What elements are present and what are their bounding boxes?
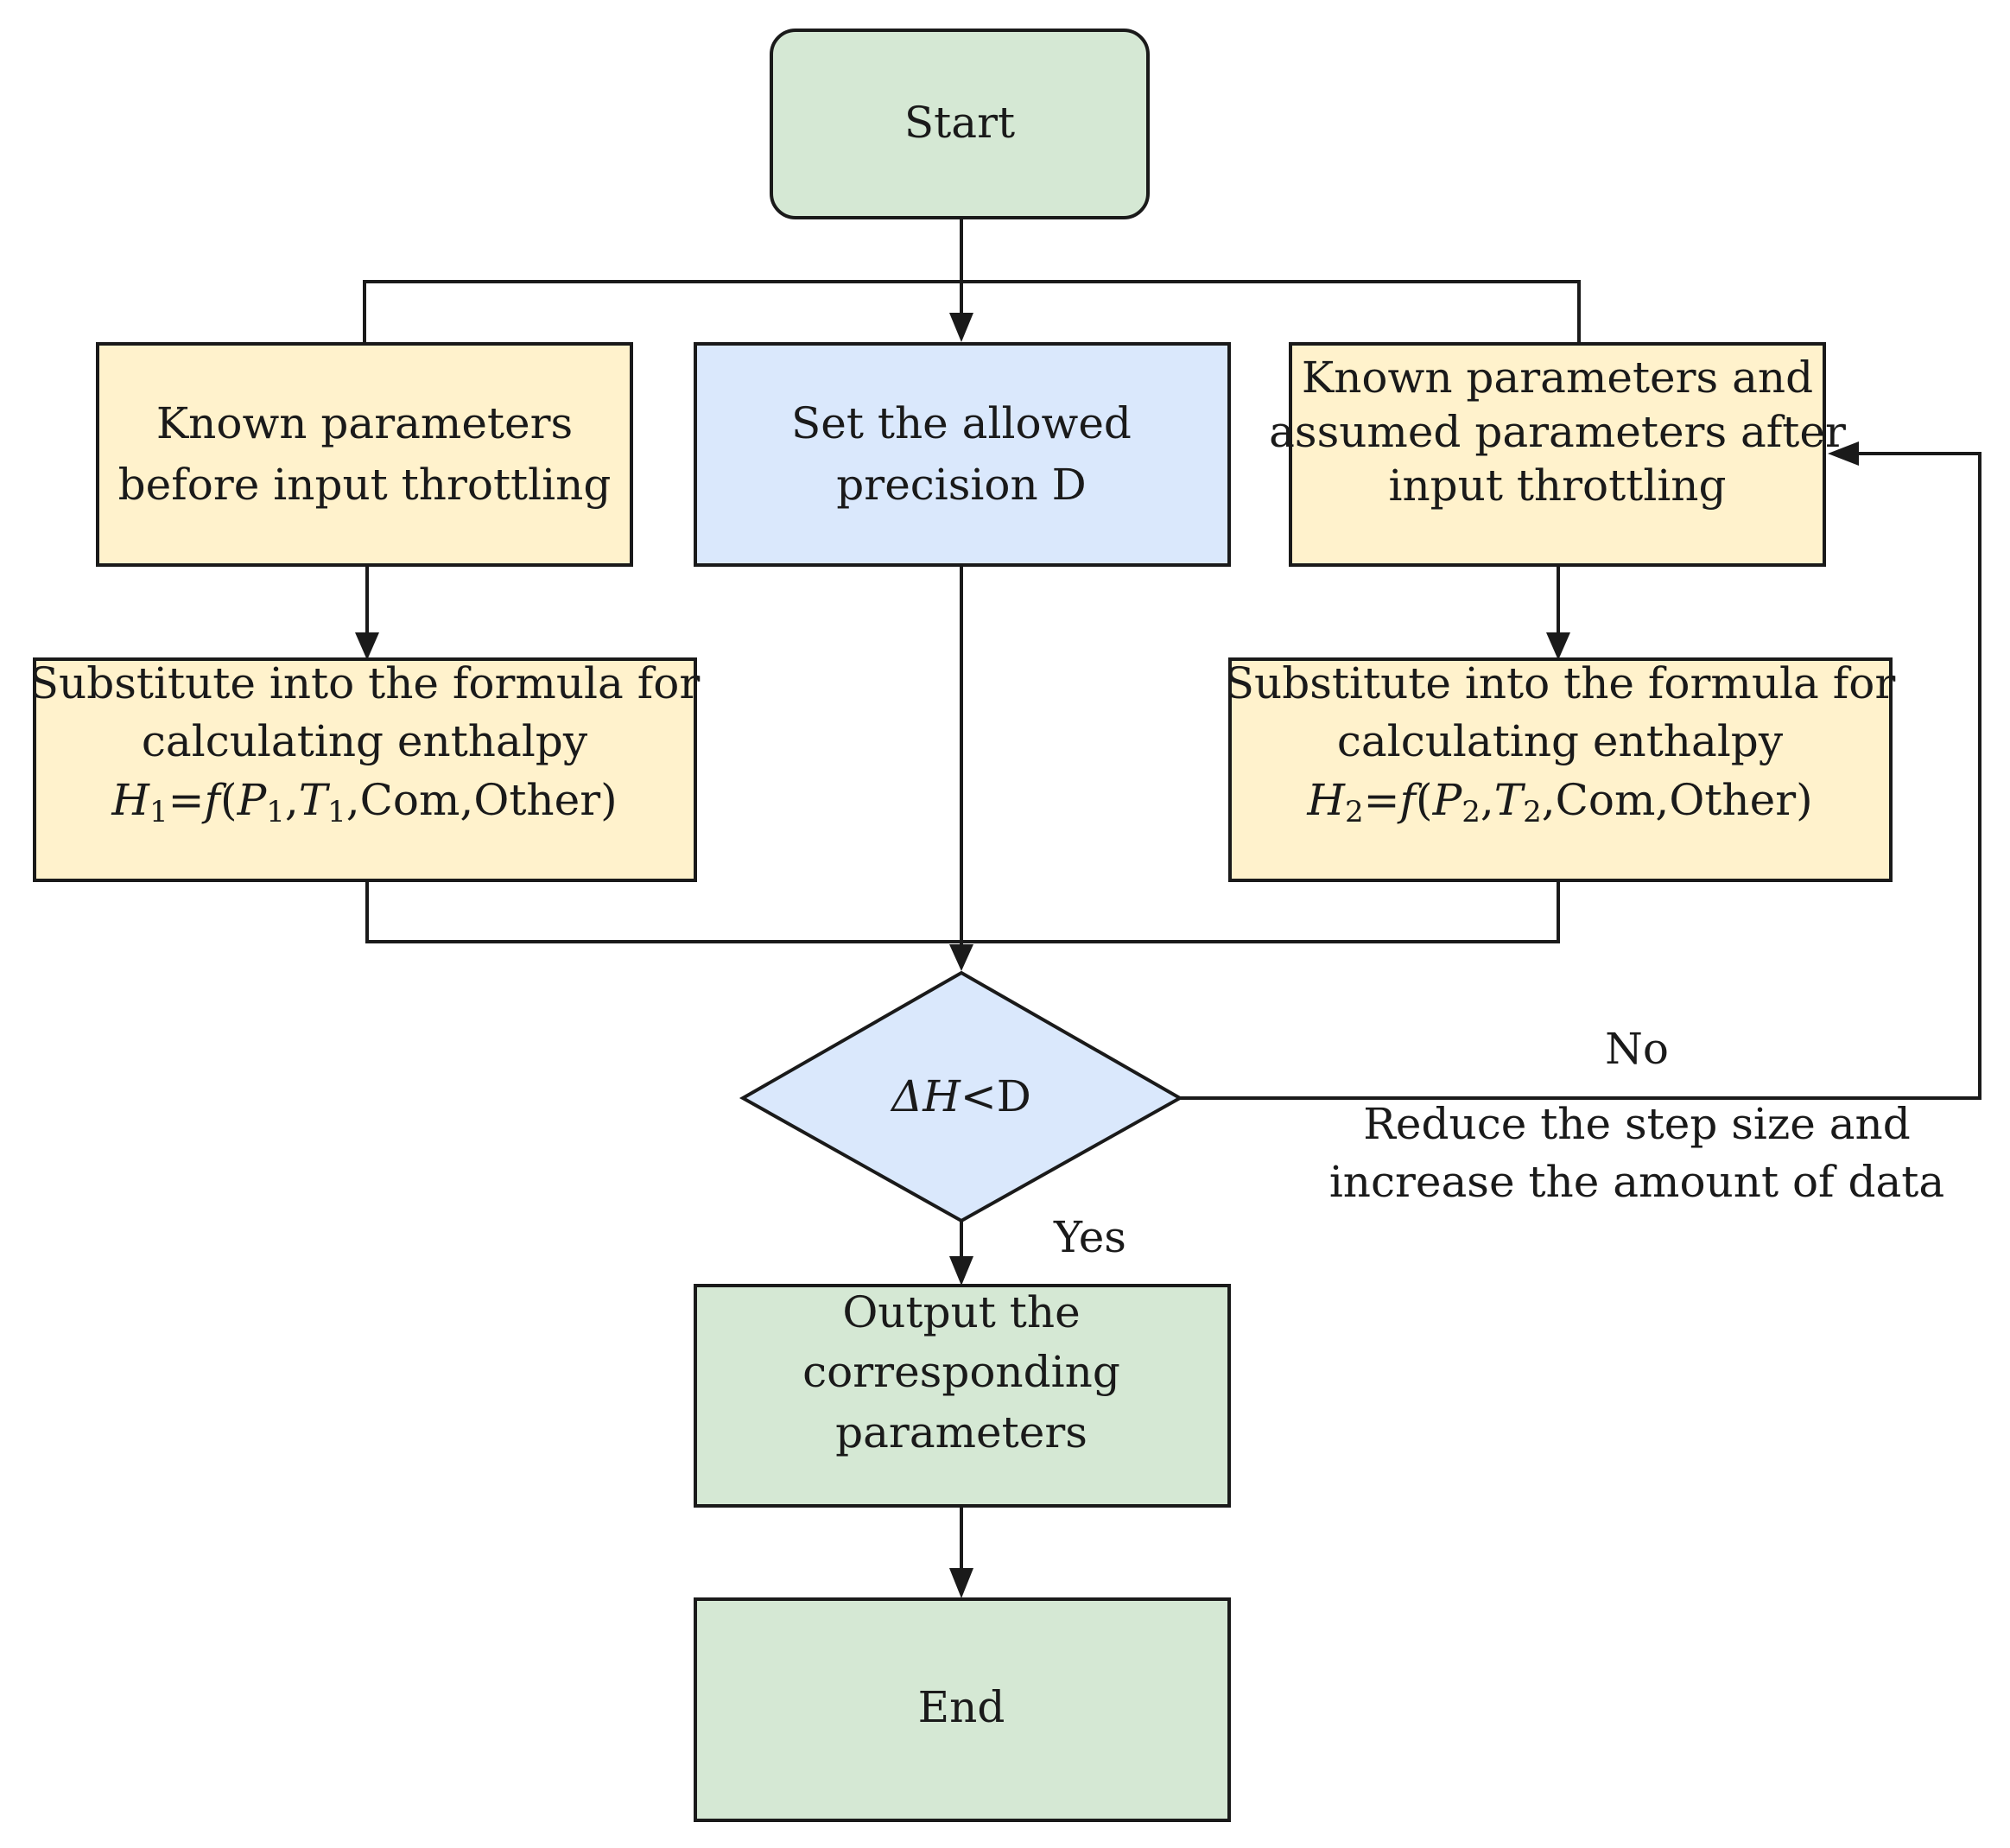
formula-lhs-sub: 2 (1345, 795, 1364, 829)
substitute-left-node: Substitute into the formula for calculat… (29, 657, 701, 882)
start-label: Start (904, 98, 1015, 148)
known-after-box (1289, 342, 1826, 567)
end-label: End (918, 1682, 1005, 1732)
start-node: Start (770, 29, 1150, 219)
known-after-node: Known parameters and assumed parameters … (1269, 342, 1846, 567)
substitute-right-line-1: Substitute into the formula for (1225, 658, 1896, 708)
formula-lhs: H (111, 775, 150, 825)
formula-t-sub: 2 (1523, 795, 1542, 829)
known-after-line-1: Known parameters and (1302, 352, 1813, 403)
known-before-box (96, 342, 633, 567)
decision-condition: ΔH<D (890, 1071, 1031, 1121)
substitute-left-formula: H1=f(P1,T1,Com,Other) (111, 775, 617, 829)
formula-t-sub: 1 (327, 795, 346, 829)
set-precision-node: Set the allowed precision D (694, 342, 1231, 567)
formula-eq: = (168, 775, 205, 825)
decision-rhs: D (997, 1071, 1031, 1121)
known-before-node: Known parameters before input throttling (96, 342, 633, 567)
yes-label: Yes (1053, 1212, 1126, 1262)
arrowhead-end (949, 1568, 973, 1598)
substitute-right-formula: H2=f(P2,T2,Com,Other) (1306, 775, 1812, 829)
output-node: Output the corresponding parameters (694, 1284, 1231, 1508)
formula-rest: ,Com,Other) (1542, 775, 1813, 825)
output-line-3: parameters (835, 1407, 1087, 1457)
end-box (694, 1597, 1231, 1822)
formula-p-sub: 2 (1462, 795, 1481, 829)
formula-p-sub: 1 (266, 795, 285, 829)
connector-no-loop (1180, 452, 1981, 1100)
formula-eq: = (1364, 775, 1400, 825)
end-node: End (694, 1597, 1231, 1822)
formula-t: T (1494, 775, 1526, 825)
formula-p: P (237, 775, 268, 825)
substitute-right-node: Substitute into the formula for calculat… (1225, 657, 1896, 882)
connector-merge-bar (365, 880, 1560, 943)
formula-rest: ,Com,Other) (346, 775, 618, 825)
arrowhead-right-substitute (1546, 632, 1570, 660)
formula-comma: , (285, 775, 299, 825)
loop-note-line-1: Reduce the step size and (1363, 1099, 1910, 1149)
formula-open: ( (1416, 775, 1433, 825)
substitute-right-box (1228, 657, 1893, 882)
substitute-left-box (33, 657, 697, 882)
edge-labels: No Reduce the step size and increase the… (1053, 1024, 1944, 1262)
arrowhead-left-substitute (355, 632, 379, 660)
connectors (355, 218, 1981, 1598)
set-precision-line-2: precision D (836, 460, 1086, 510)
no-label: No (1605, 1024, 1669, 1074)
formula-lhs-sub: 1 (149, 795, 168, 829)
arrowhead-decision (949, 944, 973, 971)
connector-split-bar (363, 280, 1581, 344)
set-precision-line-1: Set the allowed (791, 398, 1132, 448)
set-precision-box (694, 342, 1231, 567)
known-before-line-2: before input throttling (118, 460, 612, 510)
formula-open: ( (220, 775, 238, 825)
output-box (694, 1284, 1231, 1508)
start-box (770, 29, 1150, 219)
known-before-line-1: Known parameters (156, 398, 573, 448)
output-line-2: corresponding (802, 1347, 1120, 1397)
output-line-1: Output the (842, 1287, 1080, 1337)
arrowhead-output (949, 1256, 973, 1286)
loop-note-line-2: increase the amount of data (1329, 1157, 1944, 1207)
known-after-line-3: input throttling (1388, 460, 1726, 511)
decision-operator: < (961, 1071, 997, 1121)
arrowhead-no-loop (1828, 441, 1859, 466)
decision-delta: ΔH (890, 1071, 961, 1121)
substitute-right-line-2: calculating enthalpy (1337, 716, 1784, 766)
formula-t: T (299, 775, 331, 825)
arrowhead-precision (949, 313, 973, 342)
formula-lhs: H (1306, 775, 1346, 825)
formula-p: P (1432, 775, 1463, 825)
substitute-left-line-2: calculating enthalpy (142, 716, 588, 766)
decision-diamond (739, 970, 1184, 1223)
known-after-line-2: assumed parameters after (1269, 407, 1846, 457)
substitute-left-line-1: Substitute into the formula for (29, 658, 701, 708)
formula-comma: , (1481, 775, 1494, 825)
decision-node: ΔH<D (739, 970, 1184, 1223)
